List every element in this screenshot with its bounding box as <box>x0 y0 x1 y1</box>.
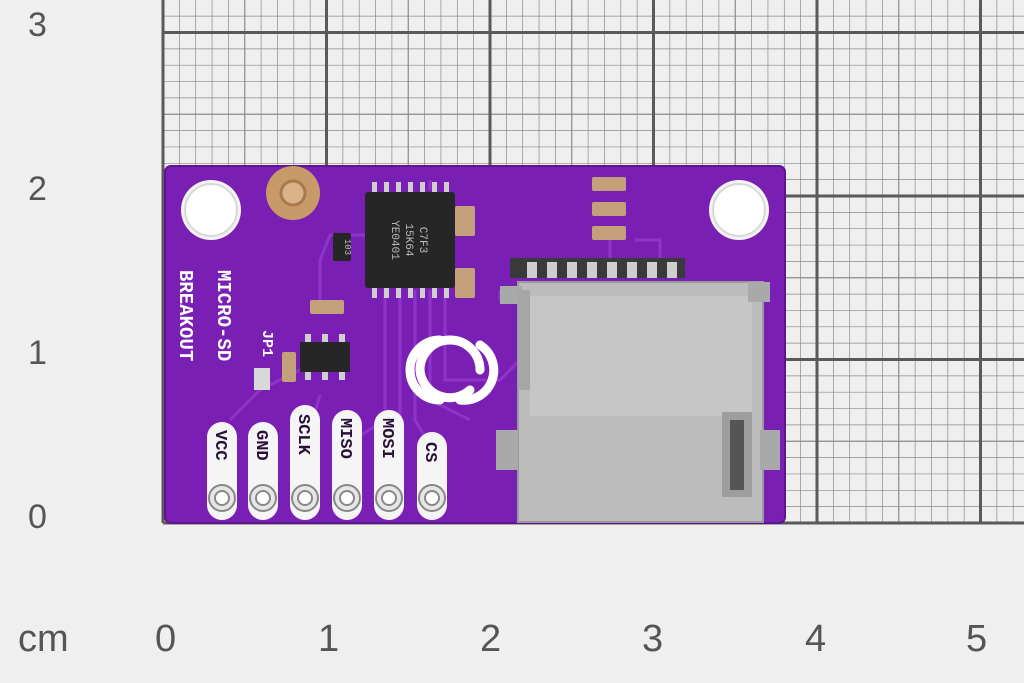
pin-label-cs: CS <box>420 442 439 462</box>
board-title-line2: BREAKOUT <box>174 270 196 361</box>
x-label-3: 3 <box>642 618 664 660</box>
board-title-line1: MICRO-SD <box>212 270 234 361</box>
pin-header: VCC GND SCLK MISO MOSI <box>207 405 447 520</box>
voltage-regulator <box>300 334 350 380</box>
y-label-2: 2 <box>28 170 47 208</box>
pin-mosi: MOSI <box>374 410 404 520</box>
jumper-label: JP1 <box>258 330 275 357</box>
chip-marking-2: 15K64 <box>402 223 414 256</box>
chip-marking-1: YE0401 <box>388 220 400 260</box>
y-label-3: 3 <box>28 6 47 44</box>
pin-sclk: SCLK <box>290 405 320 520</box>
pin-cs: CS <box>417 432 447 520</box>
pin-vcc: VCC <box>207 422 237 520</box>
logo-mark <box>405 335 499 405</box>
x-label-4: 4 <box>805 618 827 660</box>
x-label-5: 5 <box>966 618 988 660</box>
pin-label-vcc: VCC <box>210 430 229 461</box>
microsd-card-slot <box>496 258 780 523</box>
svg-text:103: 103 <box>342 239 352 255</box>
y-label-0: 0 <box>28 498 47 536</box>
pin-label-sclk: SCLK <box>293 414 312 456</box>
pin-label-miso: MISO <box>335 418 354 459</box>
pin-label-gnd: GND <box>251 430 270 461</box>
level-shifter-chip: YE0401 15K64 C7F3 <box>365 182 455 298</box>
unit-label: cm <box>18 618 69 660</box>
capacitor-array <box>282 177 626 382</box>
copper-test-pad <box>266 166 320 220</box>
pin-miso: MISO <box>332 410 362 520</box>
pin-label-mosi: MOSI <box>377 418 396 459</box>
resistor-103: 103 <box>333 233 352 261</box>
mounting-hole-left <box>181 180 241 240</box>
mounting-hole-right <box>709 180 769 240</box>
y-label-1: 1 <box>28 334 47 372</box>
jumper-jp1 <box>254 368 270 390</box>
x-label-1: 1 <box>318 618 340 660</box>
x-label-2: 2 <box>480 618 502 660</box>
pin-gnd: GND <box>248 422 278 520</box>
chip-marking-3: C7F3 <box>416 227 428 253</box>
x-label-0: 0 <box>155 618 177 660</box>
